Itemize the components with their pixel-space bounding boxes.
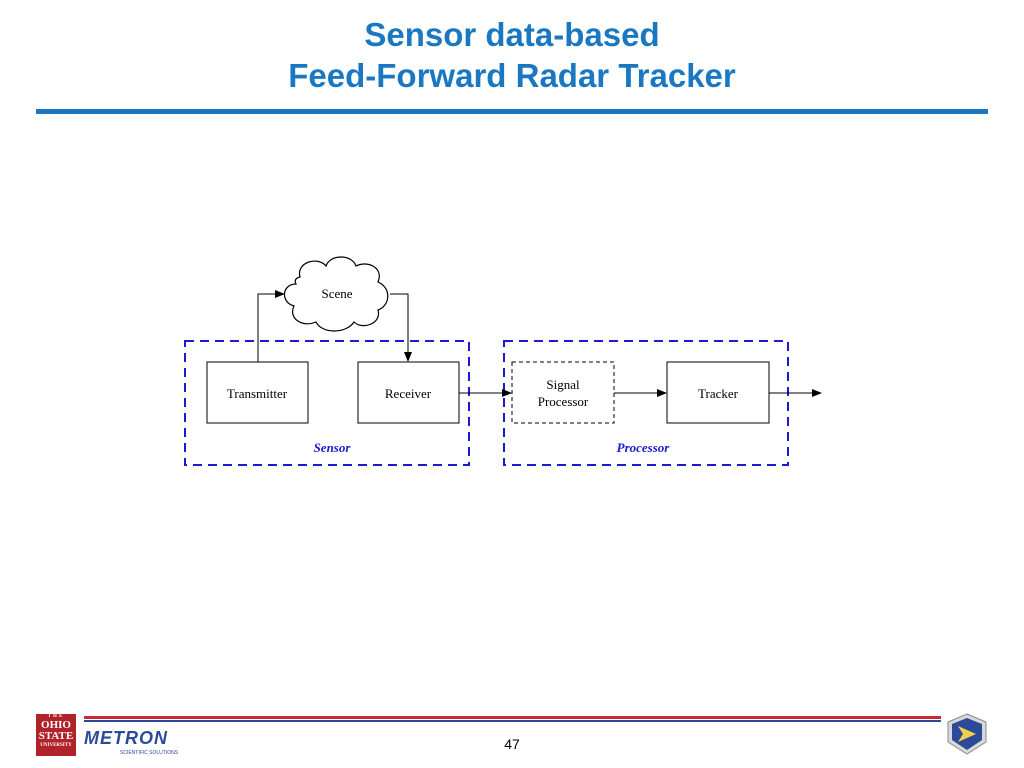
signal-processor-label-line2: Processor	[538, 394, 589, 409]
tracker-label: Tracker	[698, 386, 739, 401]
receiver-box	[357, 361, 460, 424]
title-underline	[36, 109, 988, 114]
transmitter-to-scene-arrow	[257, 290, 285, 362]
receiver-label: Receiver	[385, 386, 432, 401]
air-force-emblem-icon	[947, 713, 987, 755]
signal-processor-box	[511, 361, 615, 424]
processor-group-label: Processor	[617, 440, 671, 455]
metron-subtitle: SCIENTIFIC SOLUTIONS	[120, 750, 179, 756]
scene-label: Scene	[321, 286, 352, 301]
osu-logo-university: UNIVERSITY	[40, 743, 72, 748]
slide-title-line2: Feed-Forward Radar Tracker	[288, 57, 736, 94]
page-number: 47	[504, 736, 520, 752]
signal-processor-label-line1: Signal	[546, 377, 580, 392]
slide-title-line1: Sensor data-based	[364, 16, 660, 53]
tracker-box	[666, 361, 770, 424]
metron-logo: METRON	[84, 728, 168, 748]
slide-title: Sensor data-based Feed-Forward Radar Tra…	[0, 14, 1024, 96]
sensor-group-box	[184, 340, 470, 466]
ohio-state-logo: THE OHIO STATE UNIVERSITY	[36, 714, 76, 756]
footer-rule-red	[84, 716, 941, 719]
transmitter-label: Transmitter	[227, 386, 288, 401]
osu-logo-ohio: OHIO	[41, 719, 71, 731]
osu-logo-the: THE	[47, 714, 65, 719]
footer-rule-blue	[84, 720, 941, 722]
osu-logo-state: STATE	[38, 730, 74, 742]
scene-to-receiver-arrow	[390, 293, 412, 362]
processor-group-box	[503, 340, 789, 466]
sensor-group-label: Sensor	[314, 440, 352, 455]
transmitter-box	[206, 361, 309, 424]
